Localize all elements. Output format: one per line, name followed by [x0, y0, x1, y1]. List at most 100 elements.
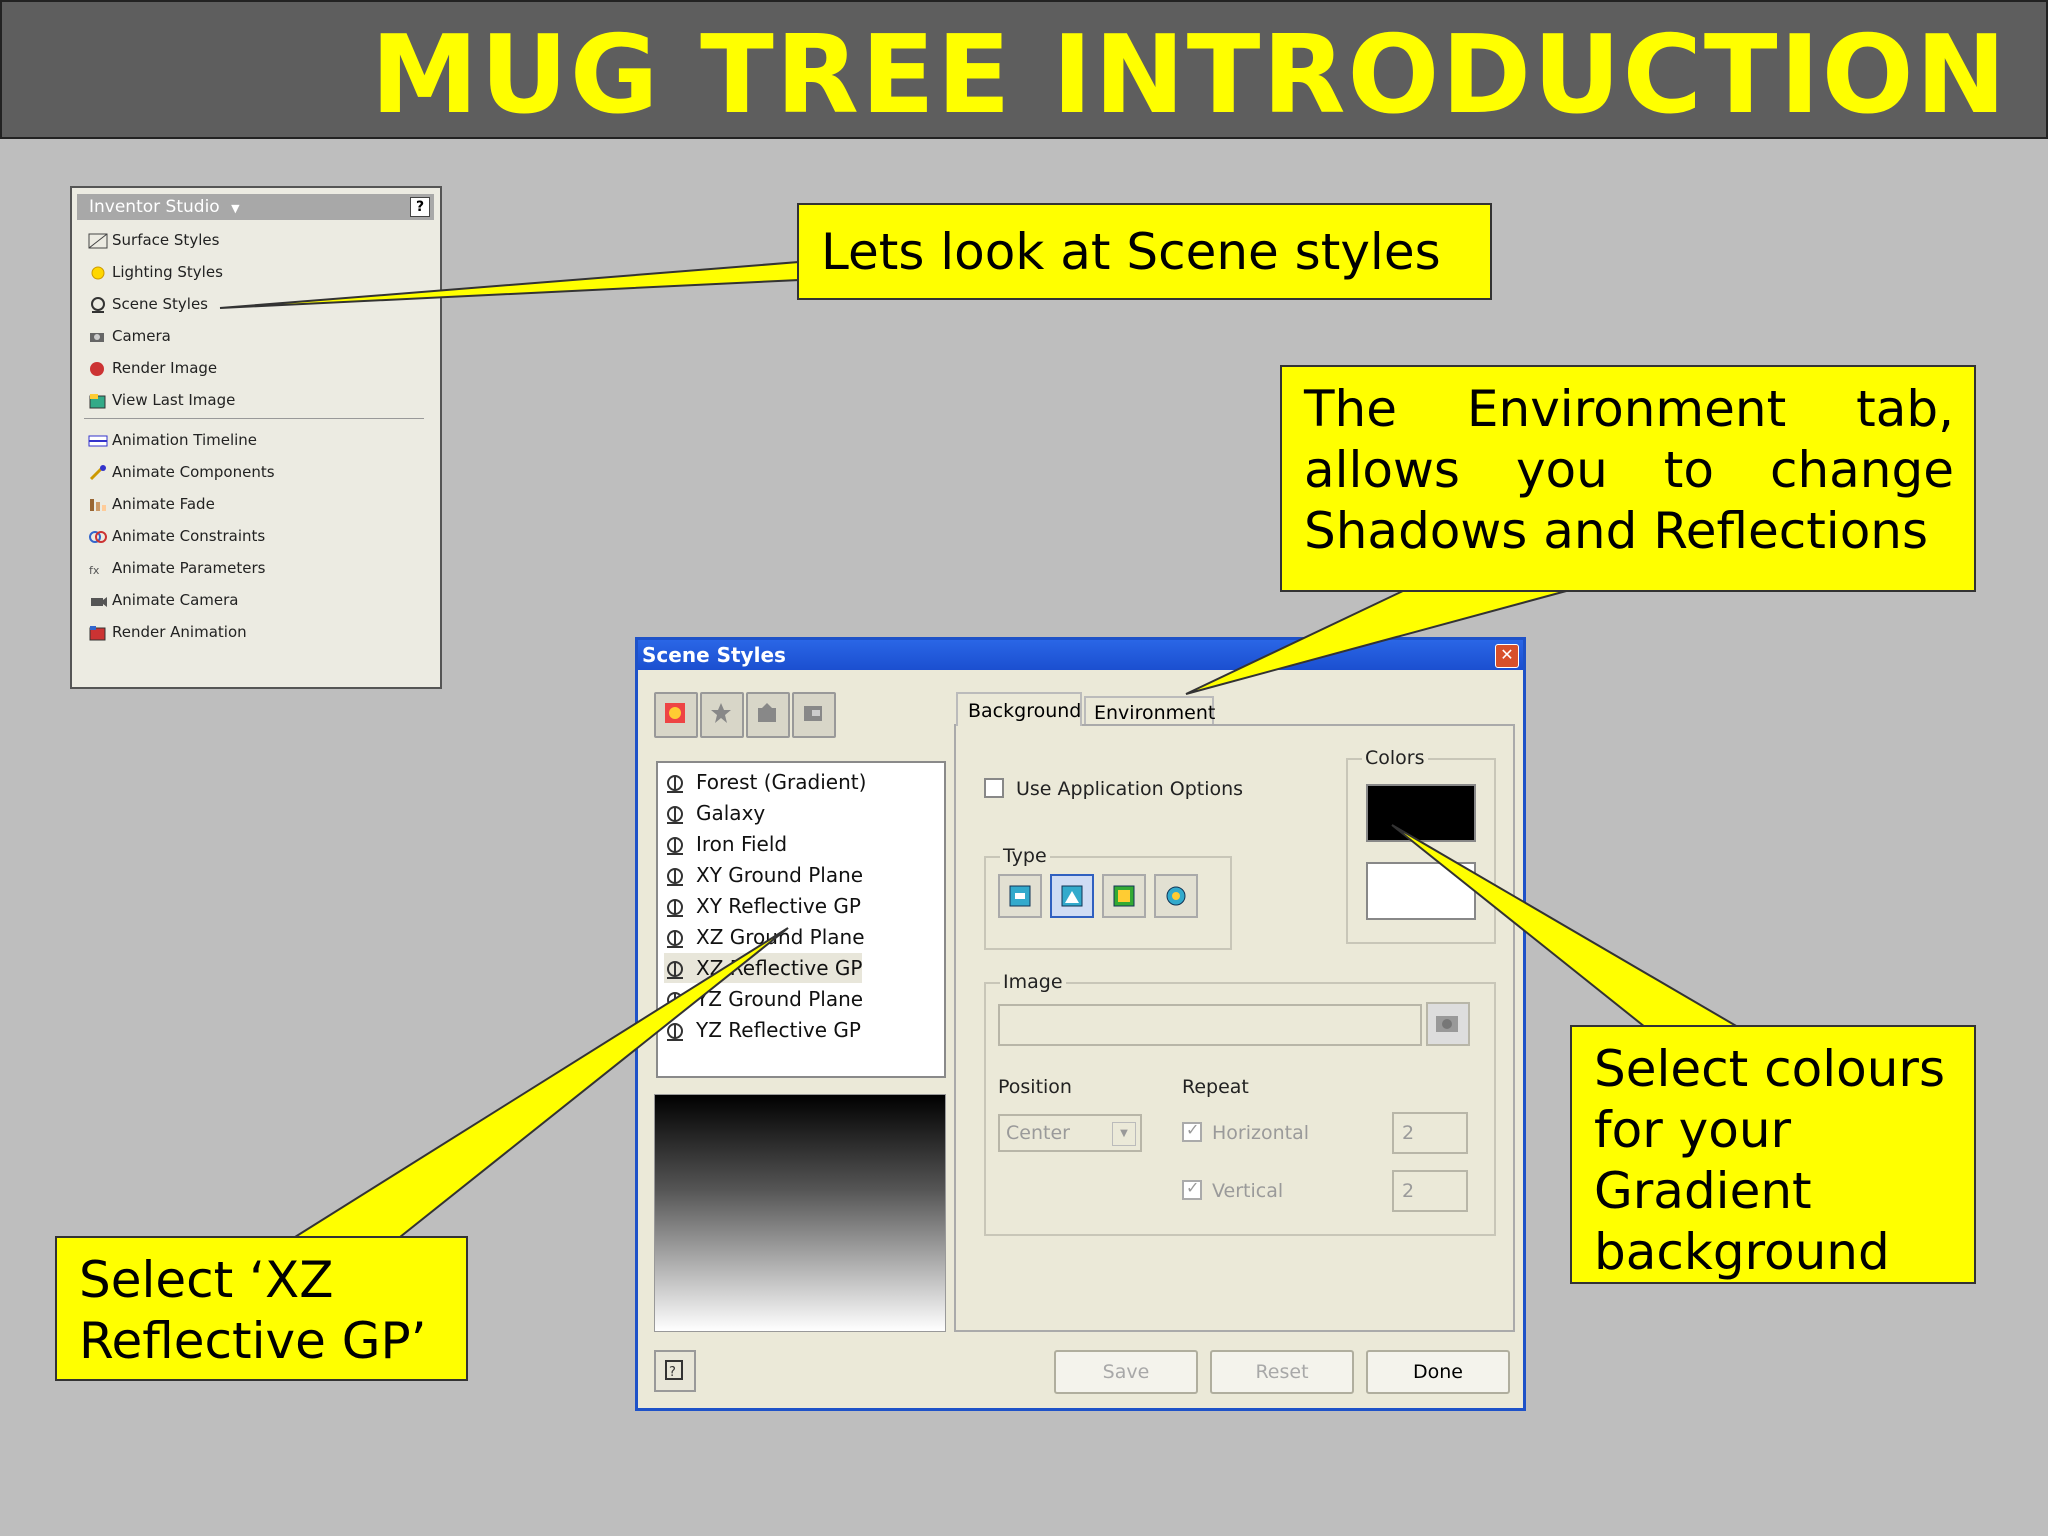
studio-item-camera[interactable]: Camera	[88, 324, 171, 348]
animate-fade-icon	[90, 498, 106, 511]
import-icon	[758, 703, 776, 722]
studio-item-animation-timeline[interactable]: Animation Timeline	[88, 428, 257, 452]
animate-constraints-icon	[89, 530, 107, 543]
position-label: Position	[998, 1076, 1072, 1098]
reset-button[interactable]: Reset	[1210, 1350, 1354, 1394]
done-button[interactable]: Done	[1366, 1350, 1510, 1394]
studio-panel-header[interactable]: Inventor Studio ▼ ?	[77, 194, 434, 220]
studio-item-render-animation[interactable]: Render Animation	[88, 620, 247, 644]
vertical-repeat-value: 2	[1402, 1180, 1415, 1202]
tab-background[interactable]: Background	[956, 692, 1082, 726]
studio-item-lighting-styles[interactable]: Lighting Styles	[88, 260, 223, 284]
colors-group-title: Colors	[1362, 747, 1428, 769]
scene-styles-dialog: Scene Styles ✕ Forest (Gradient) Galaxy …	[635, 637, 1526, 1411]
svg-text:?: ?	[669, 1365, 676, 1380]
studio-item-surface-styles[interactable]: Surface Styles	[88, 228, 219, 252]
chevron-down-icon[interactable]: ▼	[1112, 1122, 1136, 1146]
list-item[interactable]: Iron Field	[664, 829, 787, 859]
xz-callout-pointer	[291, 927, 789, 1238]
horizontal-repeat-field[interactable]: 2	[1392, 1112, 1468, 1154]
scene-styles-icon	[667, 1022, 683, 1041]
save-button[interactable]: Save	[1054, 1350, 1198, 1394]
export-icon	[804, 706, 822, 721]
studio-item-animate-components[interactable]: Animate Components	[88, 460, 275, 484]
scene-styles-icon	[91, 296, 105, 313]
horizontal-checkbox[interactable]: ✓	[1182, 1120, 1202, 1142]
render-animation-icon	[89, 625, 106, 640]
scene-styles-icon	[667, 774, 683, 793]
environment-tab-callout: The Environment tab, allows you to chang…	[1280, 365, 1976, 592]
position-select[interactable]: Center ▼	[998, 1114, 1142, 1152]
type-group: Type	[984, 845, 1232, 950]
use-app-options-checkbox[interactable]	[984, 778, 1004, 798]
list-item[interactable]: Galaxy	[664, 798, 765, 828]
type-gradient-button[interactable]	[1050, 874, 1094, 918]
image-group: Image Position Repeat Center ▼ ✓ Horizon…	[984, 971, 1496, 1236]
top-color-swatch[interactable]	[1366, 784, 1476, 842]
studio-item-render-image[interactable]: Render Image	[88, 356, 217, 380]
environment-callout-pointer	[1185, 589, 1571, 695]
surface-styles-icon	[88, 233, 108, 248]
scene-callout-pointer	[219, 260, 800, 309]
scene-styles-icon	[667, 867, 683, 886]
list-item[interactable]: XZ Ground Plane	[664, 922, 865, 952]
purge-style-button[interactable]	[700, 692, 744, 738]
studio-panel-title: Inventor Studio	[89, 197, 220, 217]
scene-styles-icon	[667, 898, 683, 917]
help-icon[interactable]: ?	[410, 197, 430, 217]
background-tab-panel: Use Application Options Type Colors Imag…	[954, 724, 1515, 1332]
export-style-button[interactable]	[792, 692, 836, 738]
help-button[interactable]: ?	[654, 1350, 696, 1392]
vertical-repeat-field[interactable]: 2	[1392, 1170, 1468, 1212]
list-item[interactable]: XY Ground Plane	[664, 860, 863, 890]
render-image-icon	[90, 361, 104, 376]
star-icon	[711, 703, 731, 723]
solid-background-icon	[1009, 885, 1031, 907]
title-bar: MUG TREE INTRODUCTION	[0, 0, 2048, 139]
scene-styles-callout: Lets look at Scene styles	[797, 203, 1492, 300]
help-icon: ?	[665, 1360, 683, 1380]
view-last-image-icon	[89, 393, 106, 408]
list-item[interactable]: XY Reflective GP	[664, 891, 861, 921]
image-group-title: Image	[1000, 971, 1066, 993]
camera-icon	[90, 332, 104, 342]
repeat-label: Repeat	[1182, 1076, 1249, 1098]
gradient-background-icon	[1061, 885, 1083, 907]
dialog-title-bar[interactable]: Scene Styles ✕	[638, 640, 1523, 670]
dialog-title: Scene Styles	[642, 643, 786, 667]
browse-image-button[interactable]	[1426, 1002, 1470, 1046]
scene-style-list[interactable]: Forest (Gradient) Galaxy Iron Field XY G…	[656, 761, 946, 1078]
lighting-styles-icon	[91, 266, 105, 279]
image-path-field[interactable]	[998, 1004, 1422, 1046]
import-style-button[interactable]	[746, 692, 790, 738]
studio-item-view-last-image[interactable]: View Last Image	[88, 388, 235, 412]
type-image-button[interactable]	[1102, 874, 1146, 918]
studio-item-scene-styles[interactable]: Scene Styles	[88, 292, 208, 316]
tab-environment[interactable]: Environment	[1084, 696, 1215, 726]
style-preview	[654, 1094, 946, 1332]
type-solid-button[interactable]	[998, 874, 1042, 918]
type-sphere-button[interactable]	[1154, 874, 1198, 918]
studio-item-animate-constraints[interactable]: Animate Constraints	[88, 524, 265, 548]
slide-title: MUG TREE INTRODUCTION	[370, 13, 2008, 138]
scene-styles-icon	[667, 960, 683, 979]
sphere-background-icon	[1166, 886, 1186, 906]
image-background-icon	[1113, 885, 1135, 907]
close-icon[interactable]: ✕	[1495, 644, 1519, 668]
animate-components-icon	[89, 464, 106, 480]
animate-parameters-icon: fx	[89, 564, 100, 577]
list-item[interactable]: YZ Reflective GP	[664, 1015, 861, 1045]
inventor-studio-panel: Inventor Studio ▼ ? Surface Styles Light…	[70, 186, 442, 689]
list-item[interactable]: Forest (Gradient)	[664, 767, 866, 797]
studio-item-animate-fade[interactable]: Animate Fade	[88, 492, 215, 516]
new-style-button[interactable]	[654, 692, 698, 738]
chevron-down-icon[interactable]: ▼	[231, 202, 240, 215]
colours-callout-pointer	[1391, 824, 1742, 1028]
studio-divider	[84, 418, 424, 419]
studio-item-animate-camera[interactable]: Animate Camera	[88, 588, 238, 612]
list-item[interactable]: YZ Ground Plane	[664, 984, 863, 1014]
select-xz-callout: Select ‘XZ Reflective GP’	[55, 1236, 468, 1381]
vertical-checkbox[interactable]: ✓	[1182, 1178, 1202, 1200]
